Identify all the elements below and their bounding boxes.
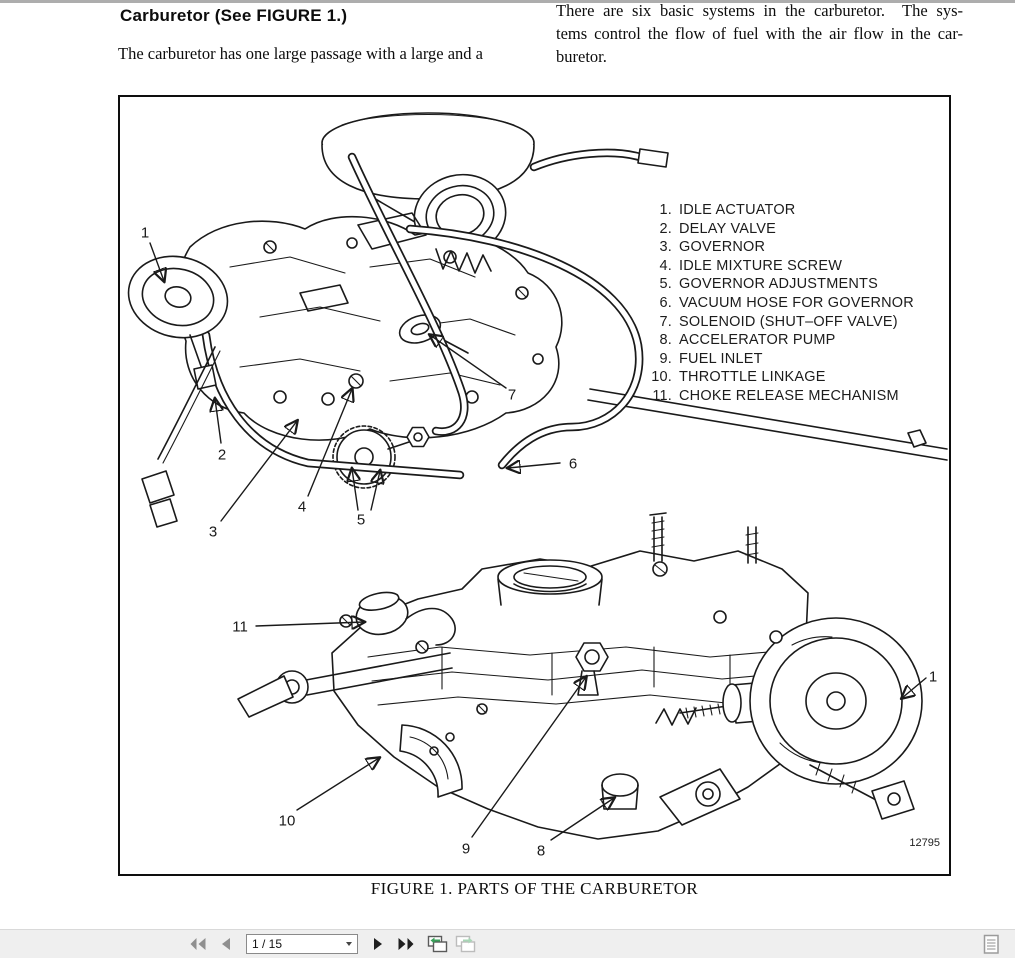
- intro-paragraph: The carburetor has one large passage wit…: [118, 44, 483, 63]
- page-navigation: 1 / 15: [184, 930, 479, 958]
- previous-view-button[interactable]: [426, 934, 448, 954]
- parts-list: 1.IDLE ACTUATOR 2.DELAY VALVE 3.GOVERNOR…: [640, 201, 914, 406]
- parts-list-item: 7.SOLENOID (SHUT–OFF VALVE): [659, 313, 898, 330]
- page-indicator: 1 / 15: [252, 937, 283, 951]
- right-column-paragraph: There are six basic systems in the carbu…: [556, 0, 963, 68]
- next-view-button[interactable]: [454, 934, 476, 954]
- last-page-button[interactable]: [395, 934, 417, 954]
- callout-label-6: 6: [568, 455, 578, 473]
- callout-label-1-lower: 1: [928, 668, 938, 686]
- first-page-button[interactable]: [187, 934, 209, 954]
- callout-label-1-upper: 1: [140, 224, 150, 242]
- callout-label-4: 4: [297, 498, 307, 516]
- parts-list-item: 10.THROTTLE LINKAGE: [651, 369, 826, 386]
- parts-list-item: 9.FUEL INLET: [659, 350, 763, 367]
- figure-1-frame: 1 2 3 4 5 6 7 11 10 9 8 1 1.IDLE ACTUATO…: [118, 95, 951, 876]
- parts-list-item: 8.ACCELERATOR PUMP: [659, 332, 836, 349]
- next-page-icon: [374, 938, 382, 950]
- next-page-button[interactable]: [367, 934, 389, 954]
- document-layout-button[interactable]: [983, 934, 1000, 955]
- parts-list-item: 11.CHOKE RELEASE MECHANISM: [652, 387, 899, 404]
- previous-page-button[interactable]: [215, 934, 237, 954]
- callout-label-2: 2: [217, 446, 227, 464]
- callout-label-3: 3: [208, 523, 218, 541]
- viewer-toolbar: 1 / 15: [0, 929, 1015, 958]
- window-top-strip: [0, 0, 1015, 3]
- last-page-icon: [398, 938, 414, 950]
- next-view-icon: [455, 935, 475, 953]
- chevron-down-icon: [346, 942, 352, 946]
- right-column-line: There are six basic systems in the carbu…: [556, 1, 963, 20]
- section-heading: Carburetor (See FIGURE 1.): [120, 6, 348, 25]
- parts-list-item: 2.DELAY VALVE: [659, 220, 777, 237]
- callout-label-8: 8: [536, 842, 546, 860]
- document-text-icon: [983, 934, 999, 954]
- previous-view-icon: [427, 935, 447, 953]
- parts-list-item: 5.GOVERNOR ADJUSTMENTS: [659, 276, 878, 293]
- callout-label-9: 9: [461, 840, 471, 858]
- carburetor-line-drawing: [127, 112, 948, 841]
- first-page-icon: [190, 938, 206, 950]
- callout-label-7: 7: [507, 386, 517, 404]
- parts-list-item: 1.IDLE ACTUATOR: [659, 202, 796, 218]
- parts-list-item: 6.VACUUM HOSE FOR GOVERNOR: [659, 294, 914, 311]
- right-column-line: tems control the flow of fuel with the a…: [556, 24, 963, 43]
- page-number-combobox[interactable]: 1 / 15: [246, 934, 358, 954]
- callout-label-11: 11: [232, 618, 248, 636]
- callout-label-5: 5: [356, 511, 366, 529]
- figure-caption: FIGURE 1. PARTS OF THE CARBURETOR: [370, 879, 699, 898]
- parts-list-item: 4.IDLE MIXTURE SCREW: [659, 257, 843, 274]
- callout-label-10: 10: [278, 812, 296, 830]
- drawing-number: 12795: [909, 837, 940, 849]
- parts-list-item: 3.GOVERNOR: [659, 239, 766, 256]
- previous-page-icon: [222, 938, 230, 950]
- right-column-line: buretor.: [556, 47, 607, 66]
